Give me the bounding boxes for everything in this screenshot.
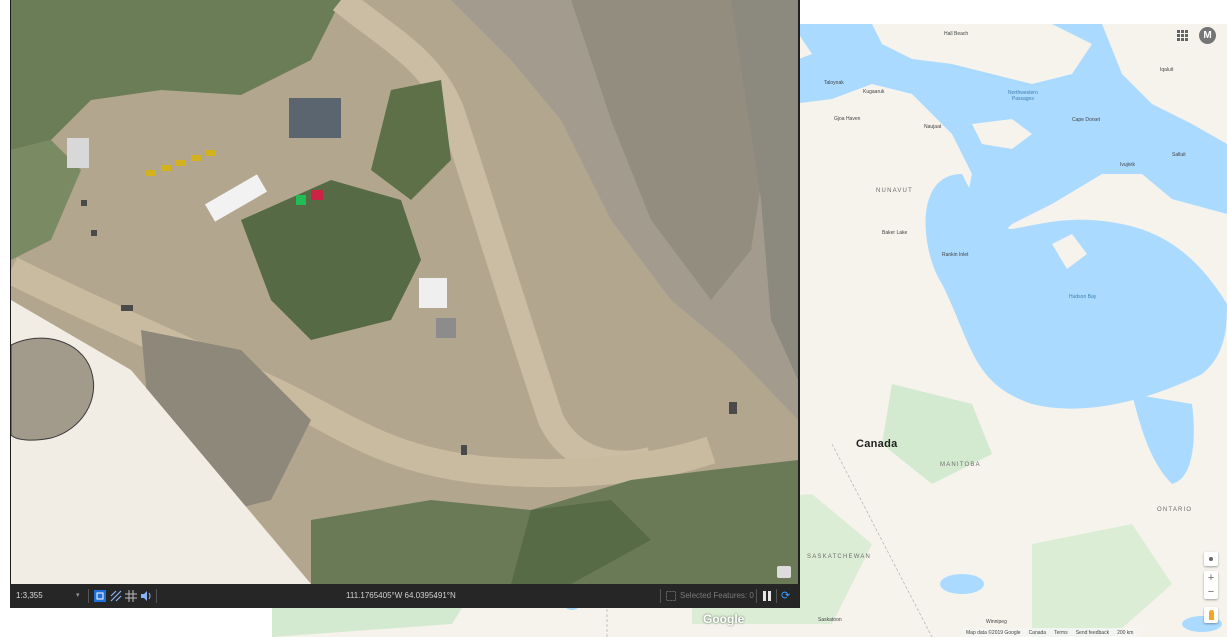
map-label-ivujivik: Ivujivik — [1120, 162, 1136, 168]
apps-grid-icon[interactable] — [1177, 30, 1188, 41]
grid-icon[interactable] — [125, 590, 137, 602]
map-label-salluit: Salluit — [1172, 152, 1186, 158]
send-feedback-link[interactable]: Send feedback — [1075, 629, 1110, 636]
region-link[interactable]: Canada — [1028, 629, 1047, 636]
aerial-image — [11, 0, 798, 584]
pegman-icon — [1208, 610, 1214, 620]
map-label-naujaat: Naujaat — [924, 124, 942, 130]
map-label-rankin-inlet: Rankin Inlet — [942, 252, 969, 258]
zoom-in-button[interactable]: + — [1207, 572, 1215, 584]
google-logo: Google — [703, 612, 745, 626]
divider — [88, 589, 89, 603]
zoom-out-button[interactable]: − — [1207, 586, 1215, 598]
divider — [756, 589, 757, 603]
map-label-saskatchewan: SASKATCHEWAN — [807, 554, 872, 560]
terms-link[interactable]: Terms — [1054, 629, 1068, 636]
map-scale-field[interactable]: 1:3,355 — [16, 591, 43, 600]
chevron-down-icon[interactable]: ▾ — [76, 592, 80, 599]
street-view-pegman[interactable] — [1204, 607, 1218, 623]
arcgis-map-view: 1:3,355 ▾ 111.1765405°W 64.0395491°N ⌄ S… — [10, 0, 800, 608]
map-label-manitoba: MANITOBA — [940, 462, 981, 468]
map-scale: 200 km — [1117, 629, 1134, 636]
map-label-nunavut: NUNAVUT — [876, 188, 913, 194]
map-label-ontario: ONTARIO — [1157, 507, 1193, 513]
snapping-icon[interactable] — [94, 590, 106, 602]
map-label-taloyoak: Taloyoak — [824, 80, 844, 86]
map-data-credit: Map data ©2019 Google — [966, 629, 1021, 636]
map-label-kugaaruk: Kugaaruk — [863, 89, 885, 95]
my-location-button[interactable] — [1204, 552, 1218, 566]
pause-icon[interactable] — [763, 591, 771, 601]
divider — [660, 589, 661, 603]
map-label-hudson-bay: Hudson Bay — [1069, 294, 1097, 300]
location-icon — [1209, 557, 1213, 561]
layer-list-icon[interactable] — [777, 566, 791, 578]
chevron-down-icon[interactable]: ⌄ — [432, 591, 439, 600]
map-label-hall-beach: Hall Beach — [944, 31, 969, 37]
map-label-winnipeg: Winnipeg — [986, 619, 1007, 625]
map-label-canada: Canada — [856, 438, 898, 450]
coordinate-readout: 111.1765405°W 64.0395491°N — [346, 591, 456, 600]
account-avatar[interactable]: M — [1199, 27, 1216, 44]
status-bar: 1:3,355 ▾ 111.1765405°W 64.0395491°N ⌄ S… — [10, 584, 799, 608]
selected-features-count: Selected Features: 0 — [680, 591, 754, 600]
constraints-icon[interactable] — [110, 590, 122, 602]
map-label-iqaluit: Iqaluit — [1160, 67, 1174, 73]
orthomosaic-imagery[interactable] — [11, 0, 798, 584]
map-label-gjoa-haven: Gjoa Haven — [834, 116, 861, 122]
zoom-control: + − — [1204, 571, 1218, 599]
map-label-northwestern-passages: Northwestern Passages — [1008, 90, 1038, 102]
divider — [776, 589, 777, 603]
map-label-baker-lake: Baker Lake — [882, 230, 908, 236]
map-attribution: Map data ©2019 Google Canada Terms Send … — [962, 628, 1138, 637]
map-label-saskatoon: Saskatoon — [818, 617, 842, 623]
selection-icon[interactable] — [666, 591, 676, 601]
sound-icon[interactable] — [140, 590, 152, 602]
refresh-icon[interactable]: ⟳ — [781, 590, 791, 602]
divider — [156, 589, 157, 603]
map-label-cape-dorset: Cape Dorset — [1072, 117, 1101, 123]
